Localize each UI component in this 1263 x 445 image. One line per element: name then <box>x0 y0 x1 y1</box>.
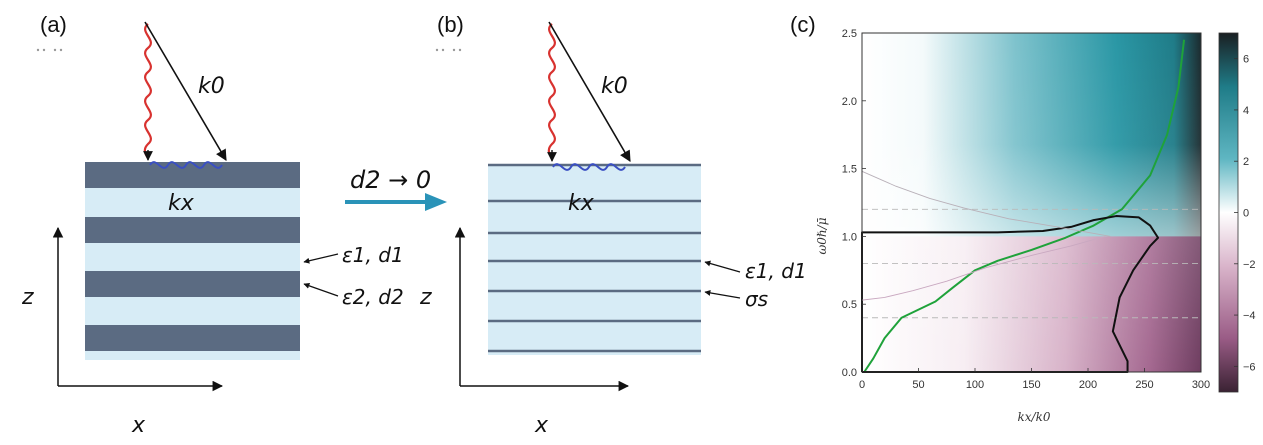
series-line-3 <box>861 235 1106 301</box>
panel-c-label: (c) <box>790 12 816 37</box>
colorbar-tick-label-2: 2 <box>1243 156 1249 168</box>
colorbar: 6 4 2 0 −2 −4 −6 <box>1218 32 1256 393</box>
colorbar-tick-label-1: 4 <box>1243 105 1249 117</box>
panel-a-layer2-label: ε2, d2 <box>342 285 404 309</box>
y-tick-label-1: 0.5 <box>842 299 857 311</box>
panel-a-z-label: z <box>21 285 34 310</box>
y-tick-label-3: 1.5 <box>842 164 857 176</box>
panel-c: (c) 0 50 100 150 200 250 300 0.0 0.5 1.0 1.5 2.0 2.… <box>790 12 1256 424</box>
series-line-1 <box>861 215 1160 373</box>
panel-a-k0-label: k0 <box>198 74 225 99</box>
transition-arrow-head <box>425 193 447 211</box>
panel-b-kx-label: kx <box>568 191 595 216</box>
y-tick-label-2: 1.0 <box>842 231 857 243</box>
colorbar-tick-label-6: −6 <box>1243 361 1256 373</box>
panel-b-dots <box>435 48 462 52</box>
panel-b-sheet-label: σs <box>745 287 768 311</box>
heatmap-upper-shading <box>862 33 1201 237</box>
panel-b-layer1-pointer <box>704 260 741 273</box>
panel-b-photon-wave <box>547 23 556 159</box>
panel-b-plasmon-wave <box>552 163 626 171</box>
x-tick-label-0: 0 <box>859 379 865 391</box>
heatmap-x-axis-label: kx/k0 <box>1018 410 1051 424</box>
panel-b-sheets <box>488 163 701 353</box>
heatmap-curves <box>861 39 1186 373</box>
colorbar-tick-label-0: 6 <box>1243 54 1249 66</box>
x-tick-label-250: 250 <box>1135 379 1153 391</box>
panel-b-k0-arrow <box>548 21 631 162</box>
heatmap-y-axis-label: ω0ℏ/μ̄ <box>815 217 829 254</box>
panel-b: (b) k0 kx ε1, d1 σs z x <box>419 12 807 438</box>
panel-a-label: (a) <box>40 12 67 37</box>
x-tick-label-150: 150 <box>1022 379 1040 391</box>
panel-a-dots <box>36 48 63 52</box>
y-tick-label-0: 0.0 <box>842 367 857 379</box>
heatmap-dashed-guides <box>862 208 1201 319</box>
panel-b-layer1-label: ε1, d1 <box>745 259 807 283</box>
panel-b-label: (b) <box>437 12 464 37</box>
x-tick-label-200: 200 <box>1079 379 1097 391</box>
panel-b-z-label: z <box>419 285 432 310</box>
colorbar-tick-label-5: −4 <box>1243 310 1256 322</box>
panel-a-dark-layer-2 <box>85 217 300 243</box>
heatmap-y-ticks: 0.0 0.5 1.0 1.5 2.0 2.5 <box>842 28 866 379</box>
panel-b-sheet-pointer <box>704 289 741 299</box>
x-tick-label-100: 100 <box>966 379 984 391</box>
panel-a-dark-layer-3 <box>85 271 300 297</box>
panel-b-k0-label: k0 <box>601 74 628 99</box>
panel-b-stack-background <box>488 164 701 355</box>
series-line-0 <box>863 39 1186 373</box>
colorbar-tick-label-3: 0 <box>1243 208 1249 220</box>
panel-a-dark-layer-1 <box>85 162 300 188</box>
panel-a-dark-layer-4 <box>85 325 300 351</box>
panel-a-layer1-pointer <box>303 253 339 264</box>
colorbar-ticks: 6 4 2 0 −2 −4 −6 <box>1234 54 1256 373</box>
series-line-2 <box>861 170 1111 237</box>
heatmap-x-ticks: 0 50 100 150 200 250 300 <box>859 368 1210 391</box>
panel-a-k0-arrow <box>144 21 227 161</box>
heatmap-lower-shading <box>862 236 1201 372</box>
panel-a-plasmon-wave <box>149 161 223 169</box>
panel-a: (a) k0 kx ε1, d1 ε2, d2 z x <box>21 12 404 438</box>
x-tick-label-50: 50 <box>912 379 924 391</box>
x-tick-label-300: 300 <box>1192 379 1210 391</box>
panel-a-layer1-label: ε1, d1 <box>342 243 404 267</box>
heatmap-plot: 0 50 100 150 200 250 300 0.0 0.5 1.0 1.5 2.0 2.5 <box>842 28 1210 391</box>
y-tick-label-4: 2.0 <box>842 96 857 108</box>
y-tick-label-5: 2.5 <box>842 28 857 40</box>
panel-a-layer2-pointer <box>303 282 339 297</box>
transition: d2 → 0 <box>345 166 447 211</box>
panel-a-kx-label: kx <box>168 191 195 216</box>
panel-a-photon-wave <box>143 23 152 159</box>
colorbar-tick-label-4: −2 <box>1243 259 1256 271</box>
transition-label: d2 → 0 <box>350 166 431 194</box>
panel-a-x-label: x <box>131 413 146 438</box>
panel-b-x-label: x <box>534 413 549 438</box>
